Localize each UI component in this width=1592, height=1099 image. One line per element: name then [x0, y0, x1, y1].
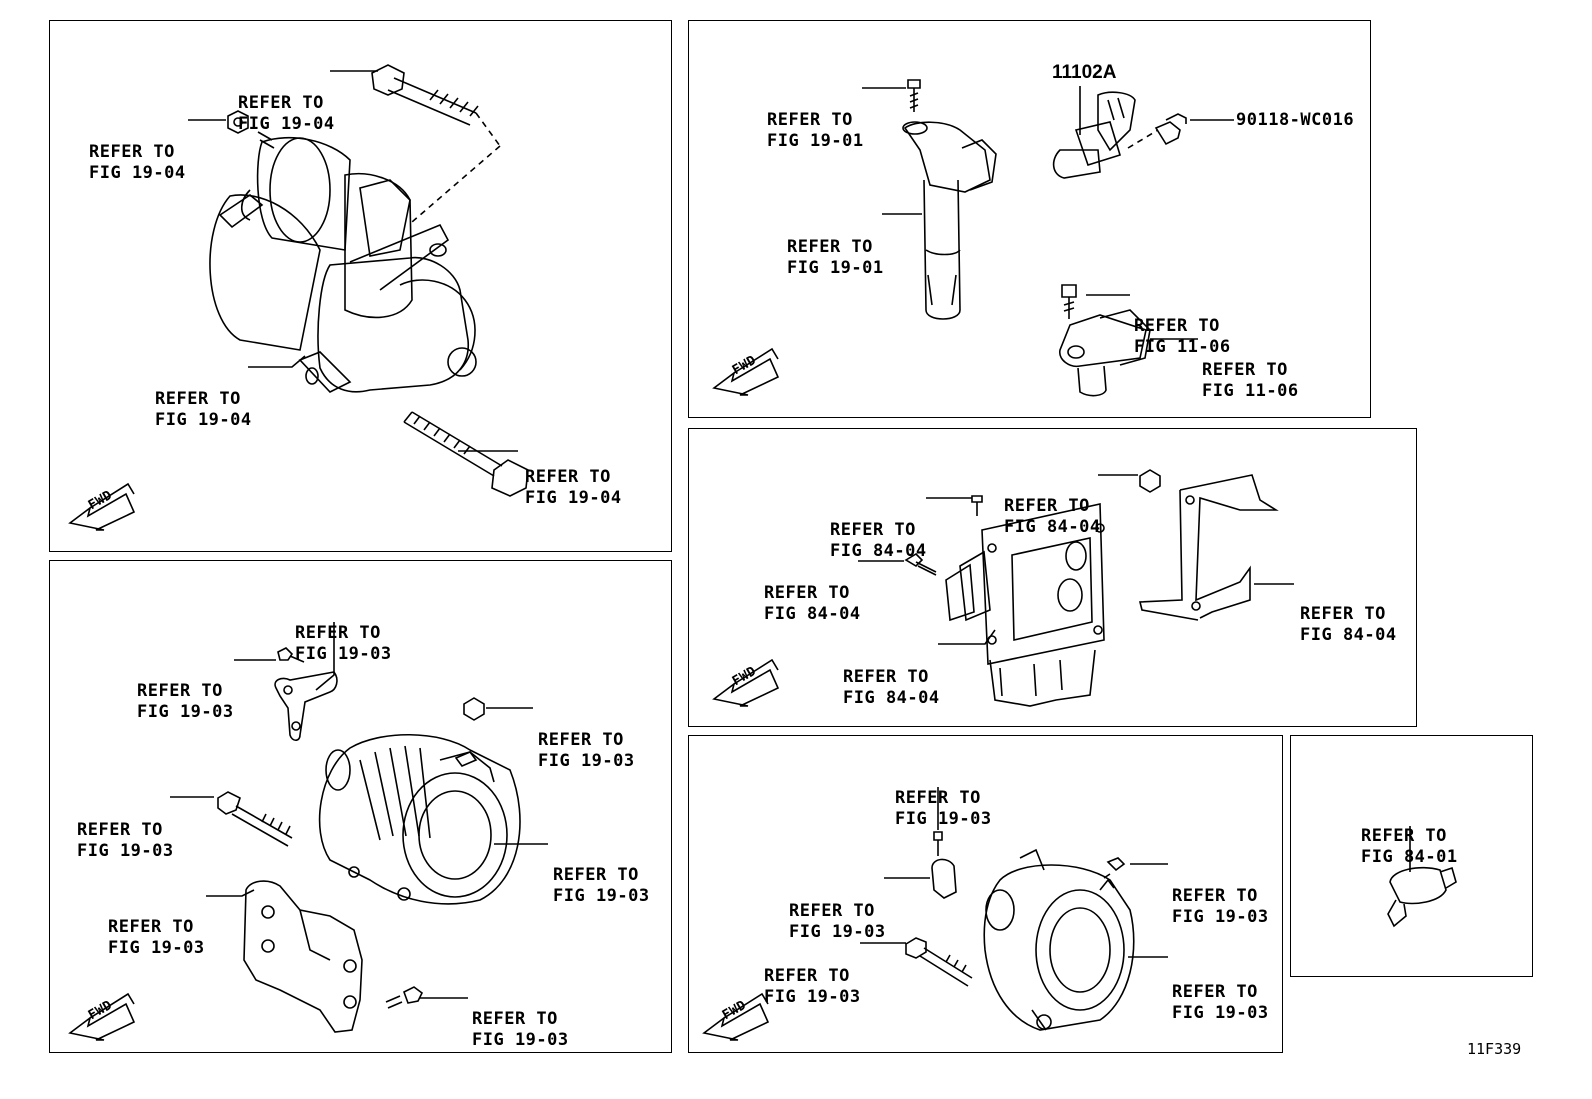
panel-ecu: [688, 428, 1417, 727]
cam-position-sensor-drawing: [1059, 284, 1198, 397]
panel-ignition-sensors: [688, 20, 1371, 418]
fwd-arrow-icon: [68, 347, 780, 1041]
panel-alternator-b: [688, 735, 1283, 1053]
bolt-part-number[interactable]: 90118-WC016: [1236, 110, 1355, 130]
ignition-coil-drawing: [862, 79, 997, 320]
starter-motor-drawing: [188, 64, 518, 452]
ecu-drawing: [858, 469, 1294, 707]
panel-alternator-a: [49, 560, 672, 1053]
panel-starter: [49, 20, 672, 552]
crank-position-sensor-drawing: [1052, 86, 1234, 179]
panel-oil-switch: [1290, 735, 1533, 977]
starter-bolt-lower: [403, 411, 529, 497]
part-number-crank-sensor[interactable]: 11102A: [1052, 62, 1117, 83]
diagram-id: 11F339: [1467, 1040, 1522, 1058]
alternator-a-drawing: [170, 622, 548, 1033]
oil-pressure-switch-drawing: [1387, 826, 1457, 928]
alternator-b-drawing: [860, 787, 1168, 1031]
